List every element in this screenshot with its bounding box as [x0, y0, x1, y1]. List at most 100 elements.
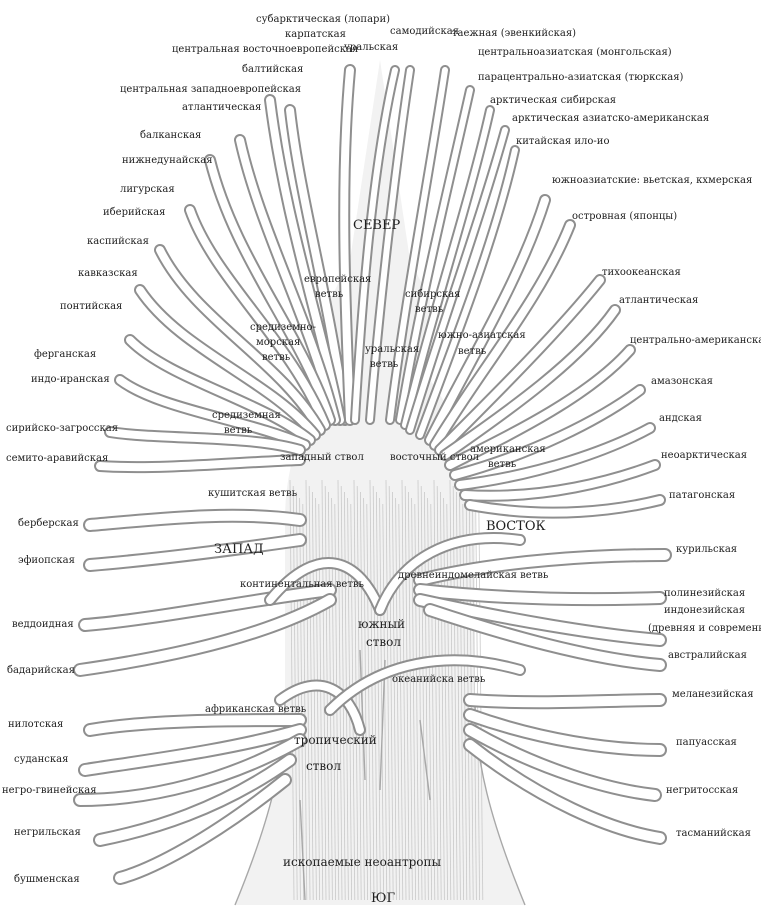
left-label-indo-iranian: индо-иранская — [31, 374, 110, 385]
tropical-stem-label-2: ствол — [306, 759, 341, 773]
trunk-hatch-line — [372, 485, 378, 901]
right-label-andean: андская — [659, 413, 702, 424]
branch-tube-fill — [326, 656, 524, 714]
top-label-central-asian: центральноазиатская (монгольская) — [478, 47, 672, 58]
right-label-kurilian: курильская — [676, 544, 737, 555]
branch-tube-fill — [425, 605, 665, 670]
direction-north: СЕВЕР — [353, 218, 400, 233]
trunk-hatch-line — [385, 479, 391, 901]
left-label-lower-danube: нижнедунайская — [122, 155, 213, 166]
mediterranean-lower-branch-label-1: средиземная — [212, 410, 281, 421]
trunk-hatch-line — [401, 479, 407, 901]
left-label-negrillo: негрильская — [14, 827, 81, 838]
right-label-papuan: папуасская — [676, 737, 737, 748]
top-label-atlantic: атлантическая — [182, 102, 261, 113]
branch-tube-fill — [415, 550, 670, 585]
branch-tube-fill — [367, 67, 413, 423]
branch-tube-fill — [387, 67, 448, 423]
branch-tube-fill — [417, 147, 518, 438]
trunk-hatch-line — [443, 497, 448, 901]
right-label-tasmanian: тасманийская — [676, 828, 751, 839]
top-label-arctic-asian-american: арктическая азиатско-американская — [512, 113, 709, 124]
right-label-south-asian: южноазиатские: вьетская, кхмерская — [552, 175, 752, 186]
western-stem-label: западный ствол — [280, 452, 364, 463]
right-label-ancient-modern: (древняя и современная) — [648, 623, 761, 634]
branch-tube-fill — [402, 107, 493, 428]
branch-tube-fill — [436, 276, 604, 454]
mediterranean-branch-label-1: средиземно- — [250, 322, 316, 333]
base-label: ископаемые неоантропы — [283, 855, 442, 869]
left-label-veddoid: веддоидная — [12, 619, 74, 630]
branch-tube-fill — [85, 715, 305, 735]
south-asian-branch-label-2: ветвь — [458, 346, 487, 357]
branch-tube-fill — [446, 346, 634, 469]
trunk-hatch-line — [388, 485, 394, 901]
branch-tube-fill — [466, 496, 664, 517]
american-branch-label-1: американская — [470, 444, 546, 455]
race-branches — [73, 64, 672, 885]
branch-tube-fill — [465, 695, 665, 708]
right-label-melanesian: меланезийская — [672, 689, 754, 700]
southern-stem-label-1: южный — [358, 617, 405, 631]
left-label-pontic: понтийская — [60, 301, 122, 312]
european-branch-label-2: ветвь — [315, 289, 344, 300]
right-label-pacific: тихоокеанская — [602, 267, 681, 278]
branch-tube-fill — [85, 535, 305, 570]
left-label-bushman: бушменская — [14, 874, 80, 885]
trunk-hatch-line — [417, 479, 423, 901]
trunk-hatch-line — [440, 491, 445, 901]
right-label-patagonian: патагонская — [669, 490, 735, 501]
branch-tube-fill — [286, 106, 349, 424]
left-label-negro-guinean: негро-гвинейская — [2, 785, 97, 796]
cushitic-branch-label: кушитская ветвь — [208, 488, 298, 499]
top-label-central-west-european: центральная западноевропейская — [120, 84, 301, 95]
left-label-caspian: каспийская — [87, 236, 149, 247]
ural-branch-label-2: ветвь — [370, 359, 399, 370]
top-label-central-east-european: центральная восточноевропейская — [172, 44, 358, 55]
trunk-hatch-line — [379, 497, 384, 901]
top-label-carpathian: карпатская — [285, 29, 346, 40]
branch-tube-fill — [106, 428, 304, 454]
left-label-syrian-zagros: сирийско-загросская — [6, 423, 118, 434]
left-label-sudanese: суданская — [14, 754, 68, 765]
oceanian-branch-label: океанийска ветвь — [392, 674, 486, 685]
top-label-ural: уральская — [344, 42, 398, 53]
mediterranean-lower-branch-label-2: ветвь — [224, 425, 253, 436]
trunk-hatch-line — [392, 491, 397, 901]
branch-tube-fill — [451, 386, 644, 479]
branch-tube-fill — [95, 755, 295, 845]
trunk-hatch-line — [308, 485, 314, 901]
left-label-berber: берберская — [18, 518, 79, 529]
trunk-hatch-line — [296, 491, 301, 901]
trunk-hatch-line — [452, 485, 458, 901]
left-label-nilotic: нилотская — [8, 719, 63, 730]
trunk-hatch-line — [427, 497, 432, 901]
trunk-hatch-line — [395, 497, 400, 901]
branch-tube-fill — [75, 595, 335, 675]
european-branch-label-1: европейская — [304, 274, 371, 285]
trunk-hatch-line — [465, 479, 471, 901]
right-label-neoarctic: неоарктическая — [661, 450, 747, 461]
trunk-hatch-line — [382, 503, 388, 901]
left-label-ethiopian: эфиопская — [18, 555, 75, 566]
ancient-indomalayan-branch-label: древнеиндомелайская ветвь — [398, 570, 549, 581]
right-label-polynesian: полинезийская — [664, 588, 745, 599]
direction-south: ЮГ — [371, 891, 396, 906]
branch-tube-fill — [431, 221, 574, 449]
branch-tube-fill — [206, 156, 334, 424]
branch-tube-fill — [115, 775, 290, 883]
siberian-branch-label-1: сибирская — [405, 289, 460, 300]
branch-tube-fill — [80, 725, 305, 775]
branch-tube-fill — [266, 559, 384, 614]
right-label-atlantic: атлантическая — [619, 295, 698, 306]
branch-tube-fill — [136, 286, 319, 439]
top-label-taiga: таежная (эвенкийская) — [452, 28, 576, 39]
mediterranean-branch-label-2: морская — [256, 337, 300, 348]
branch-tube-fill — [126, 336, 314, 444]
trunk-hatch-line — [363, 497, 368, 901]
right-label-island-japanese: островная (японцы) — [572, 211, 677, 222]
left-label-ferghana: ферганская — [34, 349, 96, 360]
branch-tube-fill — [465, 740, 665, 843]
branch-tube-fill — [75, 735, 305, 805]
